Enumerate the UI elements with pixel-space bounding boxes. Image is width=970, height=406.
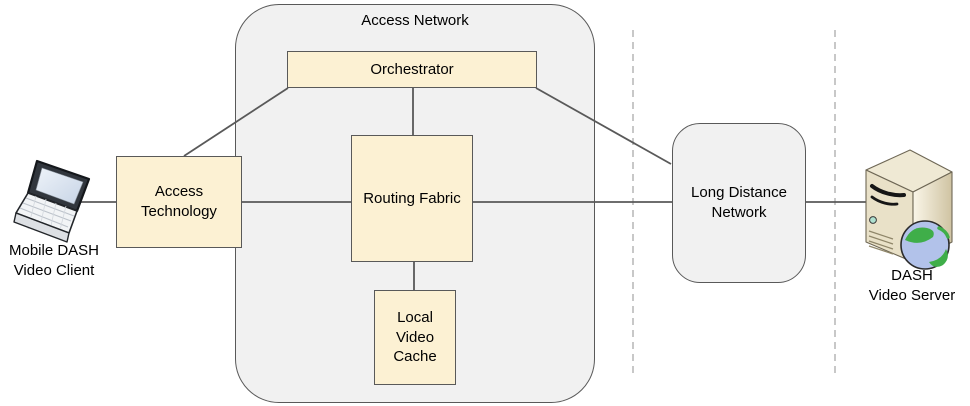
access-technology-label: Access Technology [141, 183, 217, 220]
orchestrator-label: Orchestrator [370, 60, 454, 78]
connector-orchestrator-access-technology [183, 87, 289, 157]
server-caption: DASH Video Server [868, 267, 956, 304]
laptop-icon[interactable] [13, 159, 91, 243]
long-distance-network-label: Long Distance Network [691, 183, 787, 221]
long-distance-network-container[interactable]: Long Distance Network [672, 123, 806, 283]
node-access-technology[interactable]: Access Technology [116, 156, 242, 248]
node-routing-fabric[interactable]: Routing Fabric [351, 135, 473, 262]
node-local-video-cache[interactable]: Local Video Cache [374, 290, 456, 385]
local-video-cache-label: Local Video Cache [393, 308, 437, 366]
routing-fabric-label: Routing Fabric [363, 189, 461, 207]
client-caption: Mobile DASH Video Client [8, 242, 100, 279]
connector-orchestrator-long-distance [535, 87, 672, 165]
node-orchestrator[interactable]: Orchestrator [287, 51, 537, 88]
access-network-label: Access Network [361, 12, 469, 29]
server-globe-icon[interactable] [865, 149, 953, 270]
